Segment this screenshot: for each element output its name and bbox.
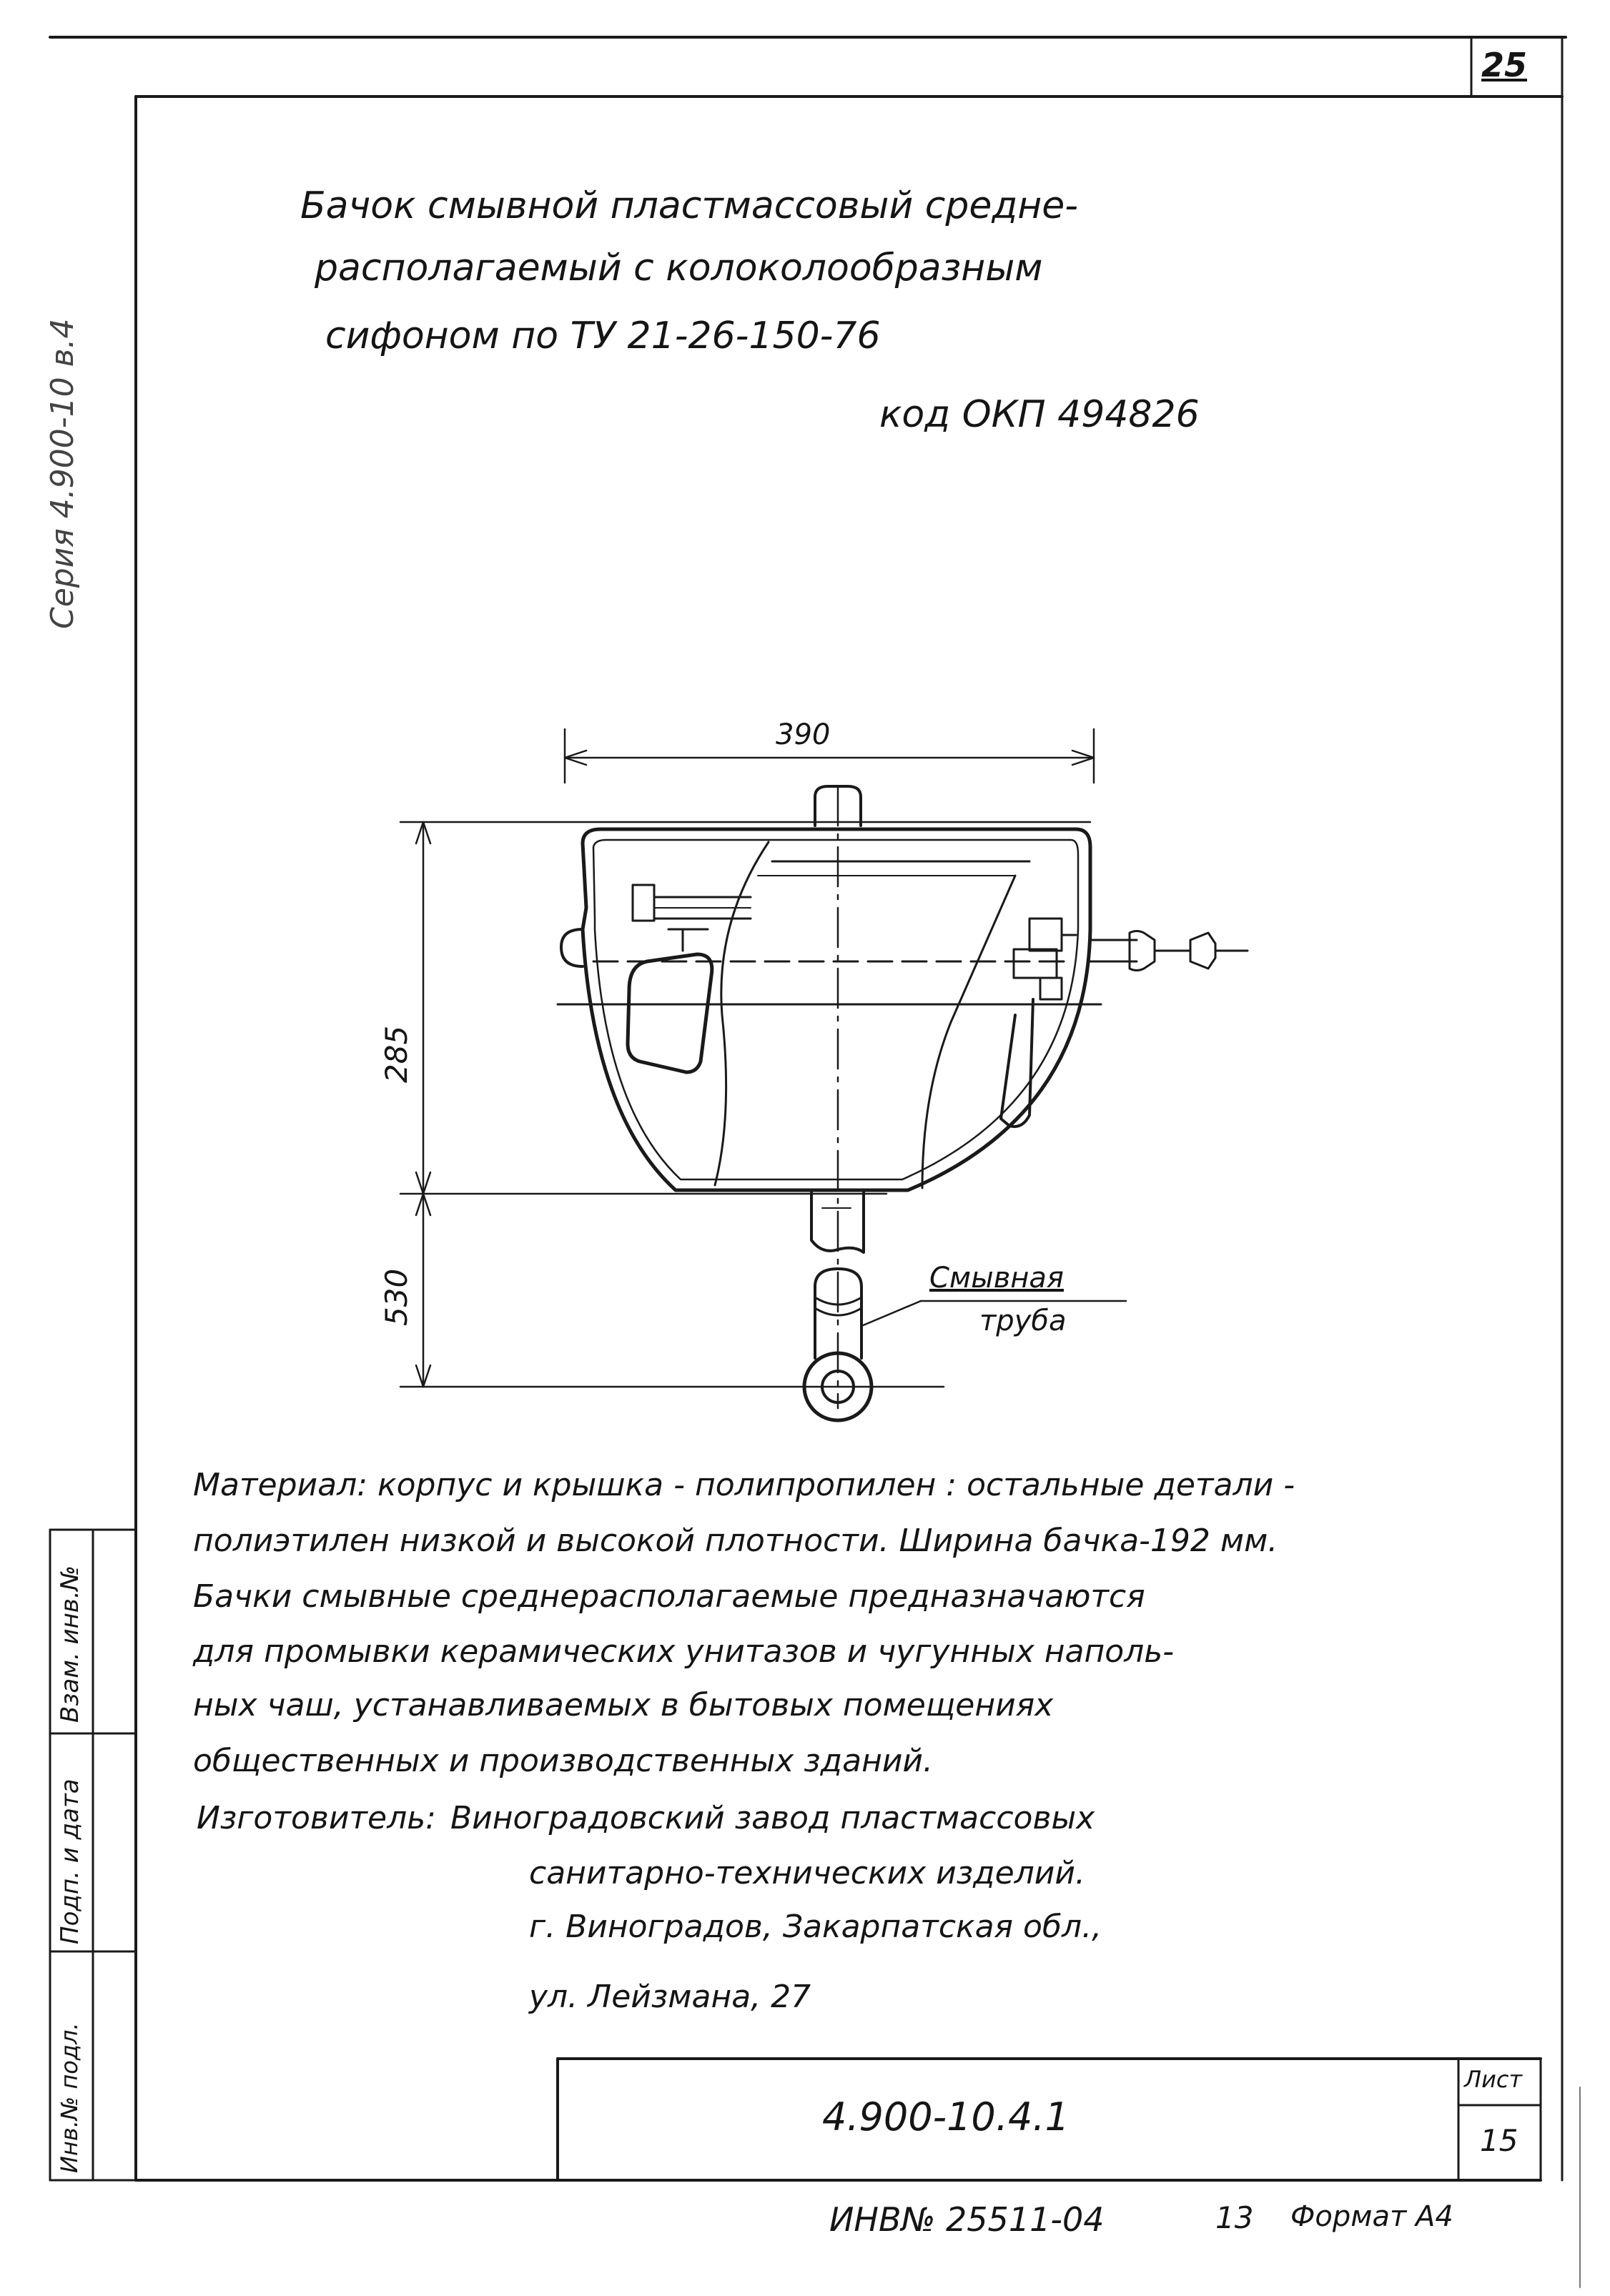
series-label: Серия 4.900-10 в.4 xyxy=(44,318,81,630)
description-line-2: полиэтилен низкой и высокой плотности. Ш… xyxy=(193,1523,1278,1559)
title-line-2: располагаемый с колоколообразным xyxy=(315,247,1043,290)
description-line-5: ных чаш, устанавливаемых в бытовых помещ… xyxy=(193,1687,1054,1723)
document-code: 4.900-10.4.1 xyxy=(822,2094,1070,2139)
manufacturer-label: Изготовитель: xyxy=(197,1800,437,1836)
title-line-1: Бачок смывной пластмассовый средне- xyxy=(300,184,1079,227)
sheet-label: Лист xyxy=(1464,2066,1523,2093)
sheet-number: 15 xyxy=(1480,2123,1518,2158)
title-code: код ОКП 494826 xyxy=(879,393,1200,436)
footer-inventory: ИНВ№ 25511-04 xyxy=(829,2200,1105,2239)
description-line-3: Бачки смывные среднерасполагаемые предна… xyxy=(193,1578,1145,1615)
stamp-vzam-inv: Взам. инв.№ xyxy=(56,1565,84,1723)
description-line-6: общественных и производственных зданий. xyxy=(193,1743,934,1779)
dimension-pipe-height: 530 xyxy=(379,1268,414,1326)
manufacturer-line-3: г. Виноградов, Закарпатская обл., xyxy=(529,1909,1102,1945)
description-line-4: для промывки керамических унитазов и чуг… xyxy=(193,1633,1175,1670)
pipe-label-line-2: труба xyxy=(979,1305,1067,1337)
sheet-number-top: 25 xyxy=(1481,46,1528,84)
manufacturer-line-1: Виноградовский завод пластмассовых xyxy=(450,1800,1095,1836)
dimension-tank-height: 285 xyxy=(379,1025,414,1083)
description-line-1: Материал: корпус и крышка - полипропилен… xyxy=(193,1467,1295,1503)
stamp-inv-podl: Инв.№ подл. xyxy=(56,2022,83,2173)
stamp-podp-data: Подп. и дата xyxy=(56,1778,84,1944)
title-line-3: сифоном по ТУ 21-26-150-76 xyxy=(325,315,881,357)
footer-format: Формат А4 xyxy=(1290,2200,1453,2233)
manufacturer-line-4: ул. Лейзмана, 27 xyxy=(529,1979,811,2015)
footer-number: 13 xyxy=(1215,2200,1254,2235)
dimension-width: 390 xyxy=(776,718,831,751)
pipe-label-line-1: Смывная xyxy=(929,1262,1064,1295)
manufacturer-line-2: санитарно-технических изделий. xyxy=(529,1855,1085,1891)
